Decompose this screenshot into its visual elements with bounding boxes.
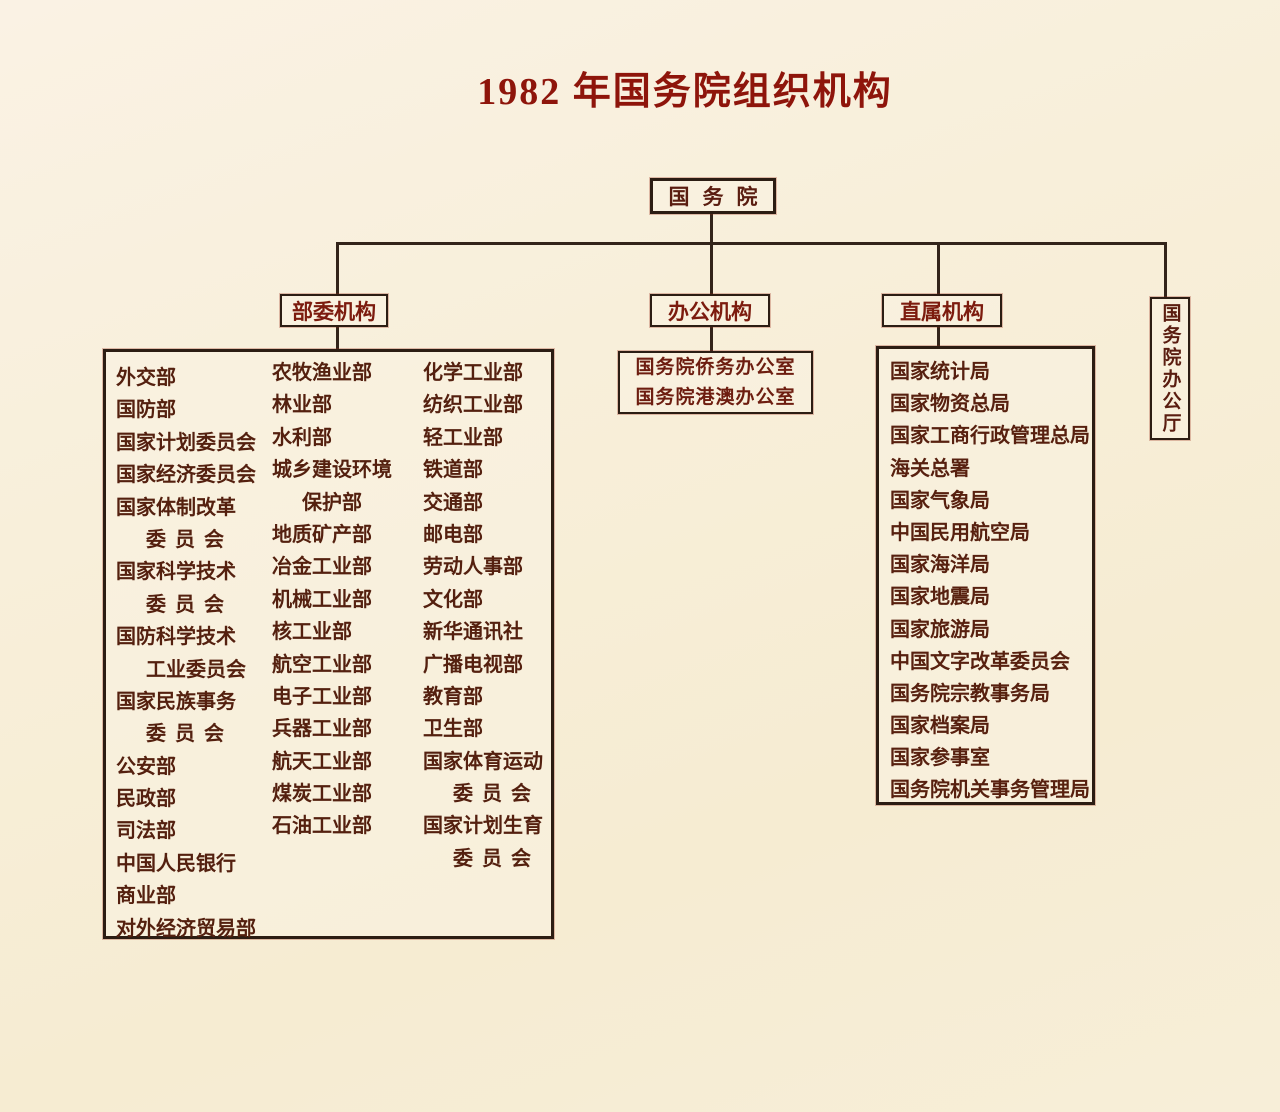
org-item: 委员会 <box>453 847 540 870</box>
org-item: 委员会 <box>453 783 540 806</box>
org-item: 国家旅游局 <box>890 618 990 641</box>
chart-title: 1982 年国务院组织机构 <box>477 71 893 113</box>
org-item: 石油工业部 <box>272 815 372 838</box>
org-item: 国家地震局 <box>890 586 990 609</box>
org-item: 中国民用航空局 <box>890 521 1030 544</box>
org-item: 公安部 <box>116 755 176 778</box>
node-direct-agencies-label: 直属机构 <box>882 294 1002 327</box>
connector-bus <box>336 242 1167 245</box>
connector-bangong-box <box>710 326 713 353</box>
org-item: 国家体育运动 <box>423 750 543 773</box>
org-item: 国家民族事务 <box>116 690 236 713</box>
org-item: 邮电部 <box>423 523 483 546</box>
ministries-list-box: 外交部国防部国家计划委员会国家经济委员会国家体制改革委员会国家科学技术委员会国防… <box>103 349 554 940</box>
ministries-column-1: 外交部国防部国家计划委员会国家经济委员会国家体制改革委员会国家科学技术委员会国防… <box>116 362 274 945</box>
org-item: 卫生部 <box>423 718 483 741</box>
node-ministries-label: 部委机构 <box>280 294 388 327</box>
connector-drop-zhishu <box>937 242 940 296</box>
org-item: 国家参事室 <box>890 747 990 770</box>
org-item: 国防部 <box>116 399 176 422</box>
org-item: 工业委员会 <box>146 658 246 681</box>
org-item: 航天工业部 <box>272 750 372 773</box>
node-offices-label: 办公机构 <box>650 294 770 327</box>
org-item: 海关总署 <box>890 457 970 480</box>
org-item: 委员会 <box>146 593 233 616</box>
org-item: 司法部 <box>116 820 176 843</box>
org-item: 轻工业部 <box>423 426 503 449</box>
org-item: 对外经济贸易部 <box>116 917 256 940</box>
org-item: 机械工业部 <box>272 588 372 611</box>
org-item: 保护部 <box>302 491 362 514</box>
org-item: 国务院宗教事务局 <box>890 682 1050 705</box>
direct-agencies-list-box: 国家统计局国家物资总局国家工商行政管理总局海关总署国家气象局中国民用航空局国家海… <box>876 346 1095 805</box>
org-item: 新华通讯社 <box>423 621 523 644</box>
org-item: 国务院侨务办公室 <box>635 356 796 378</box>
org-item: 农牧渔业部 <box>272 362 372 384</box>
org-item: 电子工业部 <box>272 685 372 708</box>
org-item: 民政部 <box>116 788 176 811</box>
org-item: 文化部 <box>423 588 483 611</box>
org-item: 教育部 <box>423 685 483 708</box>
org-item: 国家物资总局 <box>890 393 1010 416</box>
connector-root-stub <box>710 211 713 245</box>
org-item: 广播电视部 <box>423 653 523 676</box>
offices-label-text: 办公机构 <box>668 299 752 324</box>
offices-list-box: 国务院侨务办公室国务院港澳办公室 <box>618 351 813 414</box>
org-item: 兵器工业部 <box>272 718 372 741</box>
org-item: 商业部 <box>116 885 176 908</box>
org-item: 外交部 <box>116 367 176 389</box>
connector-buwei-box <box>336 326 339 352</box>
ministries-column-2: 农牧渔业部林业部水利部城乡建设环境保护部地质矿产部冶金工业部机械工业部核工业部航… <box>272 357 424 843</box>
org-item: 水利部 <box>272 426 332 449</box>
org-item: 国务院机关事务管理局 <box>890 779 1090 802</box>
org-item: 国家档案局 <box>890 715 990 738</box>
node-state-council: 国务院 <box>650 178 776 214</box>
org-item: 地质矿产部 <box>272 523 372 546</box>
org-item: 核工业部 <box>272 621 352 644</box>
org-item: 国家计划委员会 <box>116 431 256 454</box>
org-item: 国家统计局 <box>890 361 990 383</box>
org-item: 煤炭工业部 <box>272 783 372 806</box>
connector-drop-buwei <box>336 242 339 296</box>
org-item: 林业部 <box>272 394 332 417</box>
connector-zhishu-box <box>937 326 940 349</box>
org-item: 劳动人事部 <box>423 556 523 579</box>
node-state-council-label: 国务院 <box>668 185 771 209</box>
org-item: 国务院港澳办公室 <box>635 386 796 408</box>
org-item: 化学工业部 <box>423 362 523 384</box>
org-item: 铁道部 <box>423 459 483 482</box>
ministries-column-3: 化学工业部纺织工业部轻工业部铁道部交通部邮电部劳动人事部文化部新华通讯社广播电视… <box>423 357 553 875</box>
org-item: 国家经济委员会 <box>116 464 256 487</box>
org-item: 中国人民银行 <box>116 852 236 875</box>
node-general-office: 国务院办公厅 <box>1150 297 1190 440</box>
org-item: 委员会 <box>146 528 233 551</box>
org-item: 国家科学技术 <box>116 561 236 584</box>
org-item: 城乡建设环境 <box>272 459 392 482</box>
org-item: 国家计划生育 <box>423 815 543 838</box>
connector-drop-bangong <box>710 242 713 296</box>
org-item: 纺织工业部 <box>423 394 523 417</box>
org-item: 国家工商行政管理总局 <box>890 425 1090 448</box>
org-item: 冶金工业部 <box>272 556 372 579</box>
org-item: 中国文字改革委员会 <box>890 650 1070 673</box>
org-item: 国家海洋局 <box>890 554 990 577</box>
ministries-label-text: 部委机构 <box>292 299 376 324</box>
org-item: 国防科学技术 <box>116 626 236 649</box>
direct-agencies-label-text: 直属机构 <box>900 299 984 324</box>
org-item: 委员会 <box>146 723 233 746</box>
general-office-label: 国务院办公厅 <box>1159 302 1181 435</box>
org-item: 航空工业部 <box>272 653 372 676</box>
org-item: 国家气象局 <box>890 489 990 512</box>
org-item: 交通部 <box>423 491 483 514</box>
org-item: 国家体制改革 <box>116 496 236 519</box>
connector-drop-bangongting <box>1164 242 1167 299</box>
